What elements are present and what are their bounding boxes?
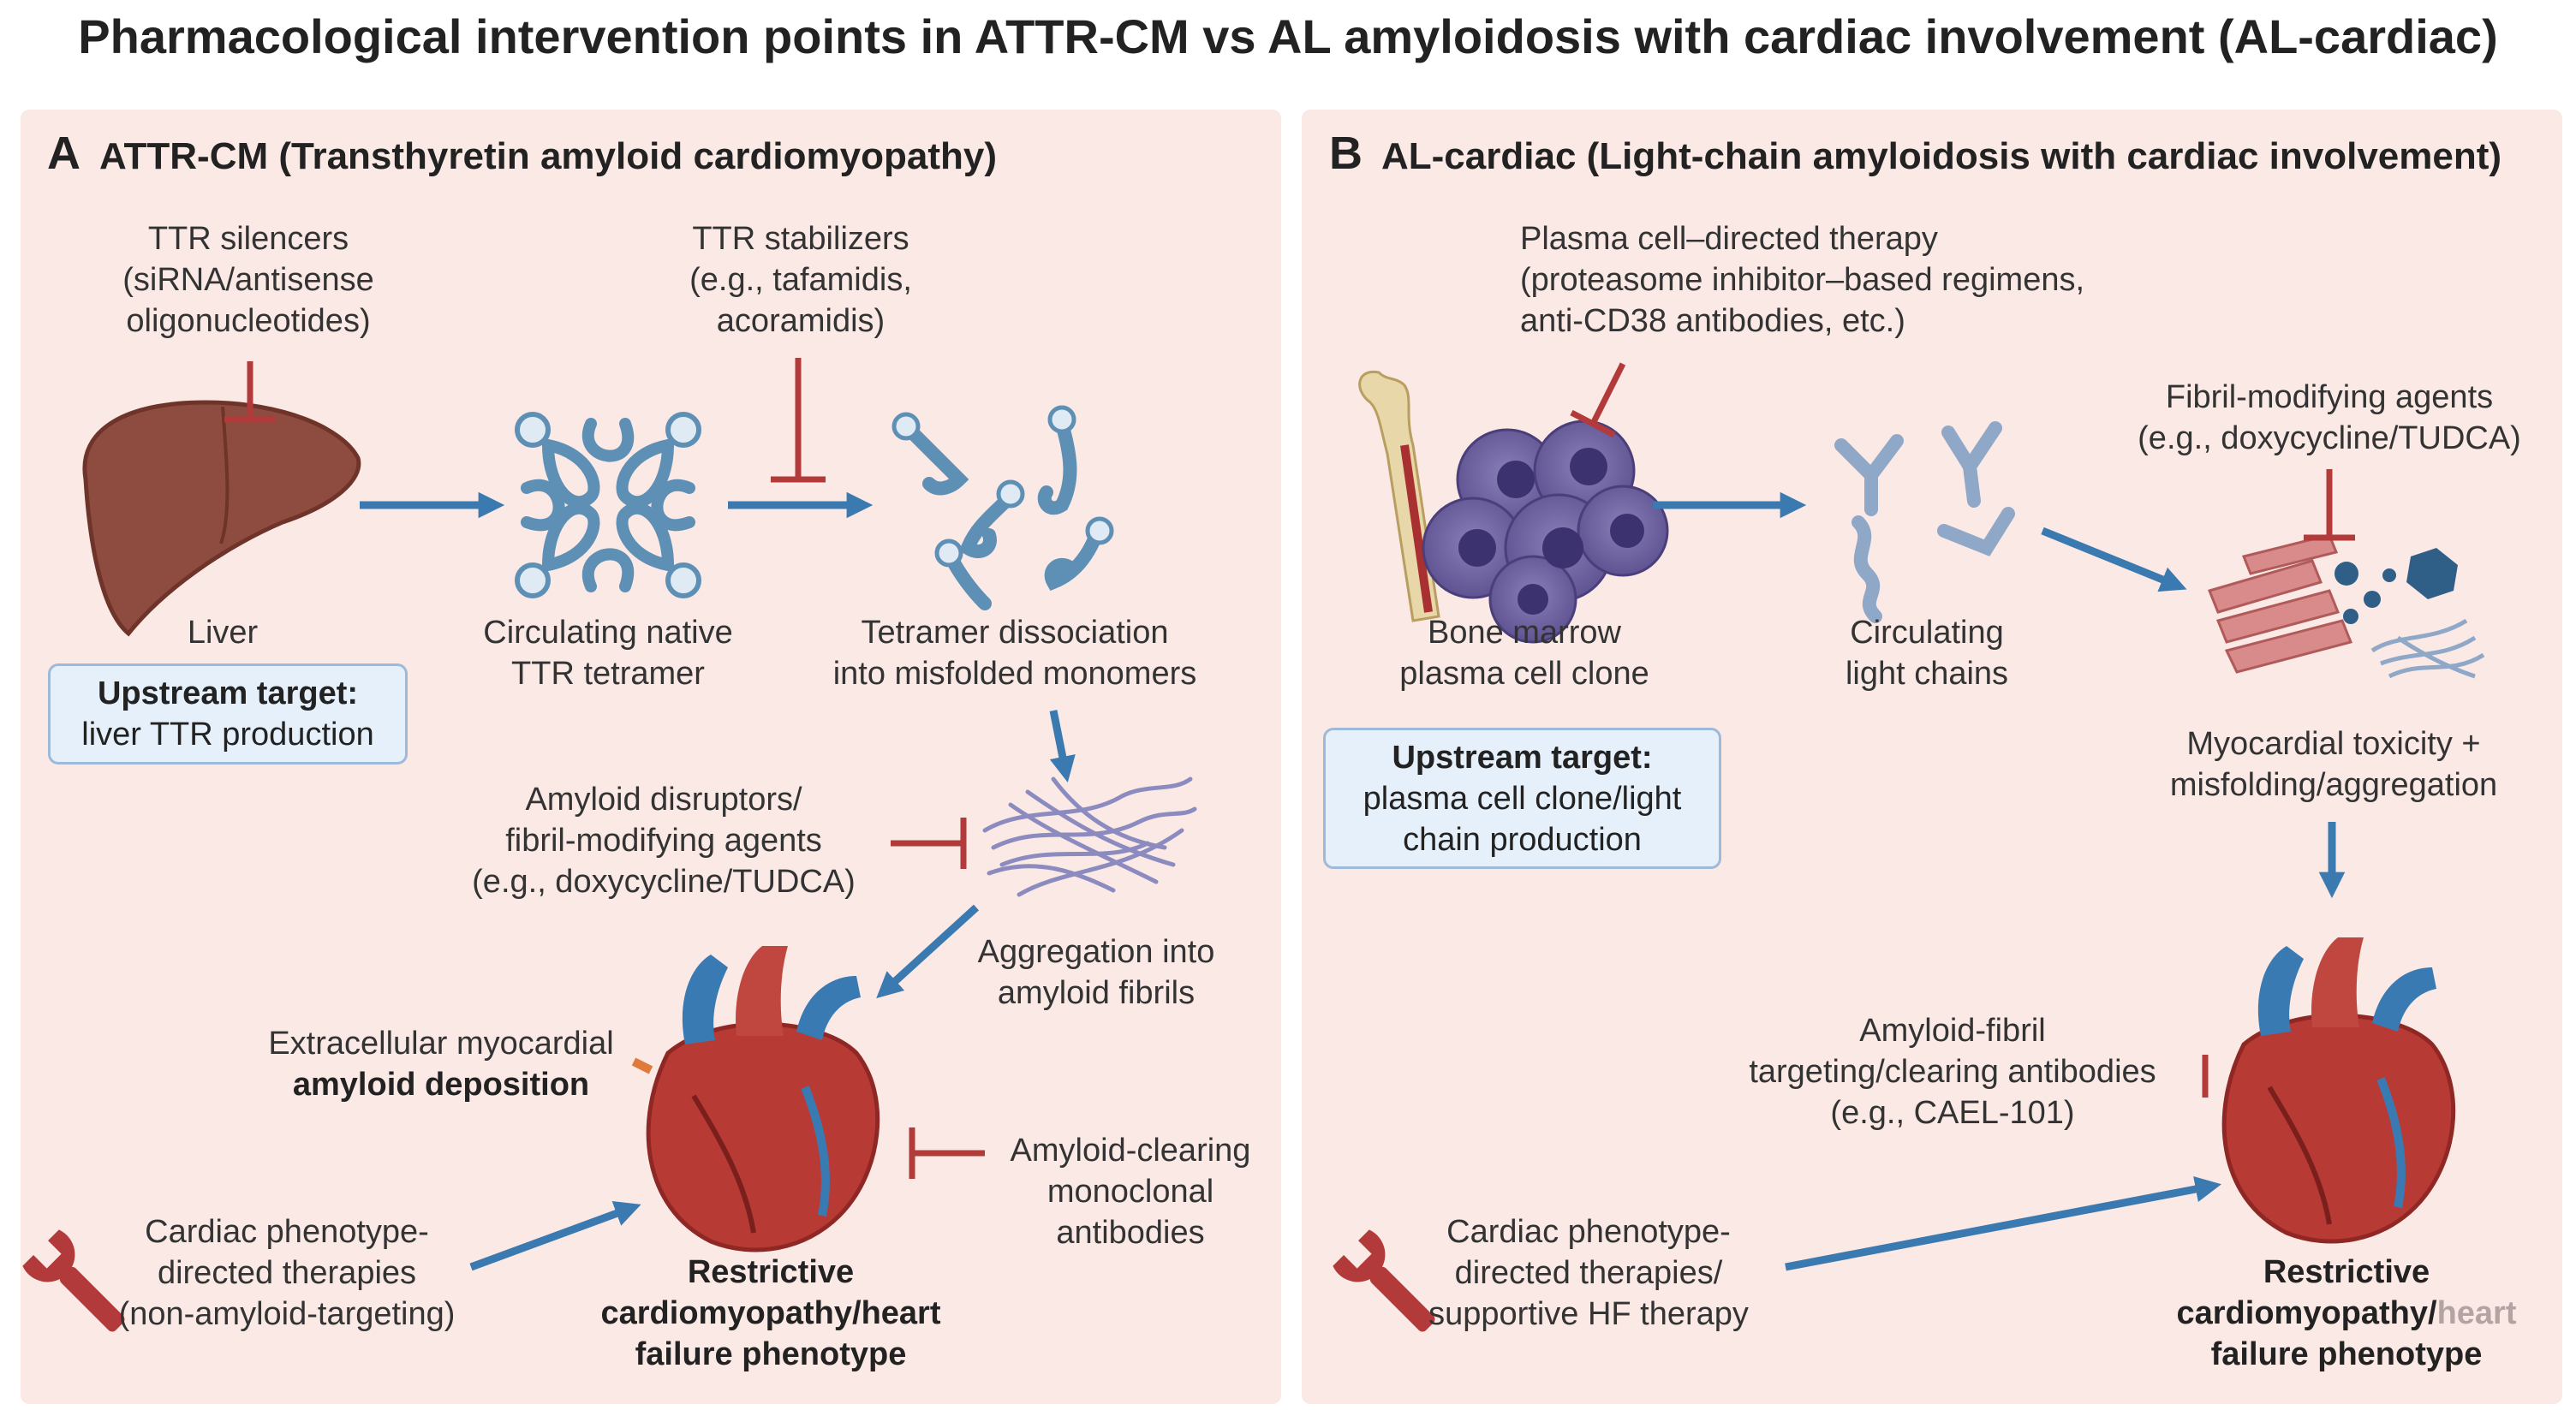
myocardial-tissue-icon (2207, 533, 2485, 679)
liver-label: Liver (187, 615, 259, 651)
fibril-icon (982, 776, 1197, 897)
ttr-tetramer-icon (515, 412, 701, 598)
upstream-target-box-b: Upstream target: plasma cell clone/light… (1323, 728, 1721, 869)
light-chain-icon (1834, 421, 2015, 623)
wrench-icon (1333, 1229, 1435, 1332)
panel-b-title-text: AL-cardiac (Light-chain amyloidosis with… (1381, 135, 2502, 177)
panel-a-letter: A (47, 128, 80, 179)
amyloid-clearing-label: Amyloid-clearing monoclonal antibodies (1010, 1133, 1251, 1251)
liver-icon (82, 400, 361, 637)
cardiac-therapies-label-b: Cardiac phenotype- directed therapies/ s… (1428, 1214, 1749, 1332)
panel-b-title: B AL-cardiac (Light-chain amyloidosis wit… (1329, 127, 2501, 180)
figure-title: Pharmacological intervention points in A… (78, 9, 2498, 63)
upstream-target-box-a: Upstream target: liver TTR production (48, 663, 408, 764)
tetramer-label: Circulating native TTR tetramer (483, 615, 733, 692)
inhibitor-marks-b (1570, 362, 2355, 1098)
heart-icon (2221, 937, 2456, 1244)
panel-b-letter: B (1329, 128, 1363, 179)
ttr-stabilizers-label: TTR stabilizers (e.g., tafamidis, acoram… (689, 221, 912, 339)
deposition-label: Extracellular myocardial amyloid deposit… (268, 1026, 614, 1103)
wrench-icon (22, 1229, 125, 1332)
cardiac-therapies-label-a: Cardiac phenotype- directed therapies (n… (118, 1214, 456, 1332)
toxicity-label: Myocardial toxicity + misfolding/aggrega… (2169, 726, 2498, 803)
flow-arrows-a (360, 491, 1076, 1271)
aggregation-label: Aggregation into amyloid fibrils (977, 934, 1215, 1011)
light-chains-label: Circulating light chains (1845, 615, 2009, 692)
bone-marrow-label: Bone marrow plasma cell clone (1399, 615, 1649, 692)
plasma-therapy-label: Plasma cell–directed therapy (proteasome… (1520, 221, 2085, 339)
outcome-label-b: Restrictive cardiomyopathy/heart failure… (2176, 1254, 2517, 1372)
panel-a-title: A ATTR-CM (Transthyretin amyloid cardiomy… (47, 127, 997, 180)
heart-icon (631, 946, 880, 1252)
monomer-icon (901, 417, 1103, 610)
plasma-cell-icon (1422, 419, 1669, 644)
flow-arrows-b (1653, 491, 2346, 1271)
antibodies-label: Amyloid-fibril targeting/clearing antibo… (1749, 1013, 2156, 1131)
fibril-agents-label: Fibril-modifying agents (e.g., doxycycli… (2138, 379, 2521, 456)
inhibitor-marks-a (224, 358, 985, 1179)
outcome-label-a: Restrictive cardiomyopathy/heart failure… (600, 1254, 941, 1372)
bone-marrow-icon (1358, 370, 1440, 622)
dissociation-label: Tetramer dissociation into misfolded mon… (832, 615, 1197, 692)
panel-a-title-text: ATTR-CM (Transthyretin amyloid cardiomyo… (99, 135, 997, 177)
amyloid-disruptors-label: Amyloid disruptors/ fibril-modifying age… (472, 782, 856, 900)
ttr-silencers-label: TTR silencers (siRNA/antisense oligonucl… (122, 221, 374, 339)
